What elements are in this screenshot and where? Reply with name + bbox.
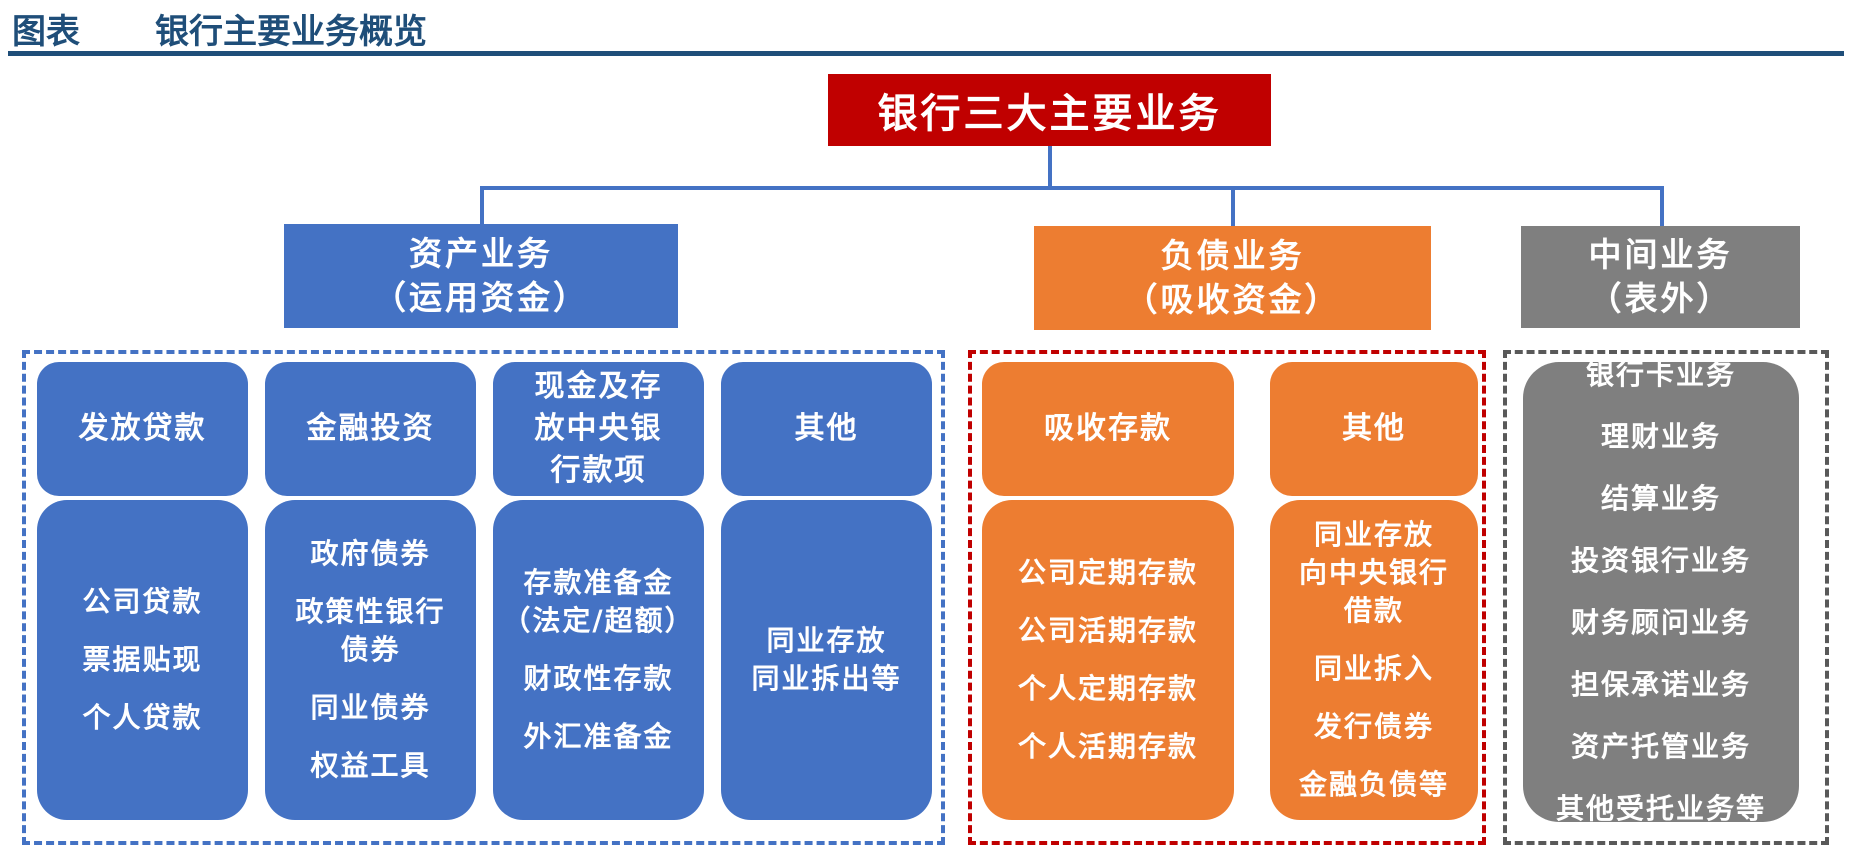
category-intermediate-line1: 中间业务 xyxy=(1588,235,1733,274)
asset-card-3-title-line: 行款项 xyxy=(550,453,647,488)
asset-card-2-title-line: 金融投资 xyxy=(306,411,435,446)
liability-card-1-item: 公司活期存款 xyxy=(1017,614,1198,647)
intermediate-card: 银行卡业务 理财业务 结算业务 投资银行业务 财务顾问业务 担保承诺业务 资产托… xyxy=(1523,358,1799,825)
category-liability-line2: （吸收资金） xyxy=(1124,280,1341,319)
connector-liability xyxy=(1231,186,1235,226)
liability-card-2-item: 同业存放 向中央银行 借款 xyxy=(1298,518,1449,627)
header-rule xyxy=(8,51,1844,56)
asset-card-4-title-line: 其他 xyxy=(794,411,859,446)
figure-label: 图表 xyxy=(12,12,80,52)
asset-card-1-body: 公司贷款 票据贴现 个人贷款 xyxy=(37,500,248,820)
asset-group xyxy=(22,350,945,845)
intermediate-item: 理财业务 xyxy=(1600,420,1721,453)
liability-card-2-item: 金融负债等 xyxy=(1298,768,1449,801)
asset-card-3-item: 外汇准备金 xyxy=(523,720,674,753)
asset-card-1-title: 发放贷款 xyxy=(37,362,248,496)
connector-asset xyxy=(480,186,484,226)
connector-intermediate xyxy=(1660,186,1664,226)
category-intermediate-line2: （表外） xyxy=(1588,279,1733,318)
liability-group xyxy=(968,350,1486,845)
liability-card-2-title-line: 其他 xyxy=(1342,411,1406,446)
asset-card-3-item: 存款准备金 （法定/超额） xyxy=(502,566,695,637)
asset-card-4-title: 其他 xyxy=(721,362,932,496)
asset-card-2-body: 政府债券 政策性银行 债券 同业债券 权益工具 xyxy=(265,500,476,820)
connector-horizontal xyxy=(480,186,1664,190)
connector-root-down xyxy=(1048,146,1052,188)
asset-card-2-item: 政府债券 xyxy=(310,537,431,570)
liability-card-1-item: 个人定期存款 xyxy=(1017,672,1198,705)
asset-card-3-title: 现金及存 放中央银 行款项 xyxy=(493,362,704,496)
intermediate-item: 结算业务 xyxy=(1600,482,1721,515)
asset-card-1-item: 票据贴现 xyxy=(82,643,203,676)
liability-card-1-title: 吸收存款 xyxy=(982,362,1234,496)
asset-card-4-body: 同业存放 同业拆出等 xyxy=(721,500,932,820)
liability-card-1-item: 公司定期存款 xyxy=(1017,556,1198,589)
asset-card-3-title-line: 放中央银 xyxy=(534,411,663,446)
category-asset: 资产业务 （运用资金） xyxy=(284,224,678,328)
liability-card-1-item: 个人活期存款 xyxy=(1017,730,1198,763)
intermediate-group xyxy=(1503,350,1829,845)
asset-card-3-item: 财政性存款 xyxy=(523,662,674,695)
asset-card-3-body: 存款准备金 （法定/超额） 财政性存款 外汇准备金 xyxy=(493,500,704,820)
asset-card-1-item: 个人贷款 xyxy=(82,701,203,734)
intermediate-item: 银行卡业务 xyxy=(1585,358,1736,391)
liability-card-2-item: 发行债券 xyxy=(1313,710,1434,743)
asset-card-3-title-line: 现金及存 xyxy=(534,369,663,404)
asset-card-4-item: 同业存放 同业拆出等 xyxy=(751,624,902,695)
liability-card-2-title: 其他 xyxy=(1270,362,1478,496)
root-node: 银行三大主要业务 xyxy=(828,74,1271,146)
category-intermediate: 中间业务 （表外） xyxy=(1521,226,1800,328)
asset-card-2-title: 金融投资 xyxy=(265,362,476,496)
liability-card-2-body: 同业存放 向中央银行 借款 同业拆入 发行债券 金融负债等 xyxy=(1270,500,1478,820)
asset-card-1-item: 公司贷款 xyxy=(82,585,203,618)
category-liability: 负债业务 （吸收资金） xyxy=(1034,226,1431,330)
intermediate-item: 其他受托业务等 xyxy=(1555,792,1766,825)
category-asset-line2: （运用资金） xyxy=(373,278,589,317)
liability-card-1-title-line: 吸收存款 xyxy=(1044,411,1172,446)
intermediate-item: 投资银行业务 xyxy=(1570,544,1751,577)
figure-title: 银行主要业务概览 xyxy=(155,12,427,52)
intermediate-item: 资产托管业务 xyxy=(1570,730,1751,763)
intermediate-item: 财务顾问业务 xyxy=(1570,606,1751,639)
asset-card-2-item: 权益工具 xyxy=(310,749,431,782)
category-asset-line1: 资产业务 xyxy=(409,234,553,273)
category-liability-line1: 负债业务 xyxy=(1160,236,1305,275)
asset-card-1-title-line: 发放贷款 xyxy=(78,411,207,446)
liability-card-1-body: 公司定期存款 公司活期存款 个人定期存款 个人活期存款 xyxy=(982,500,1234,820)
liability-card-2-item: 同业拆入 xyxy=(1313,652,1434,685)
asset-card-2-item: 政策性银行 债券 xyxy=(295,595,446,666)
intermediate-item: 担保承诺业务 xyxy=(1570,668,1751,701)
asset-card-2-item: 同业债券 xyxy=(310,691,431,724)
